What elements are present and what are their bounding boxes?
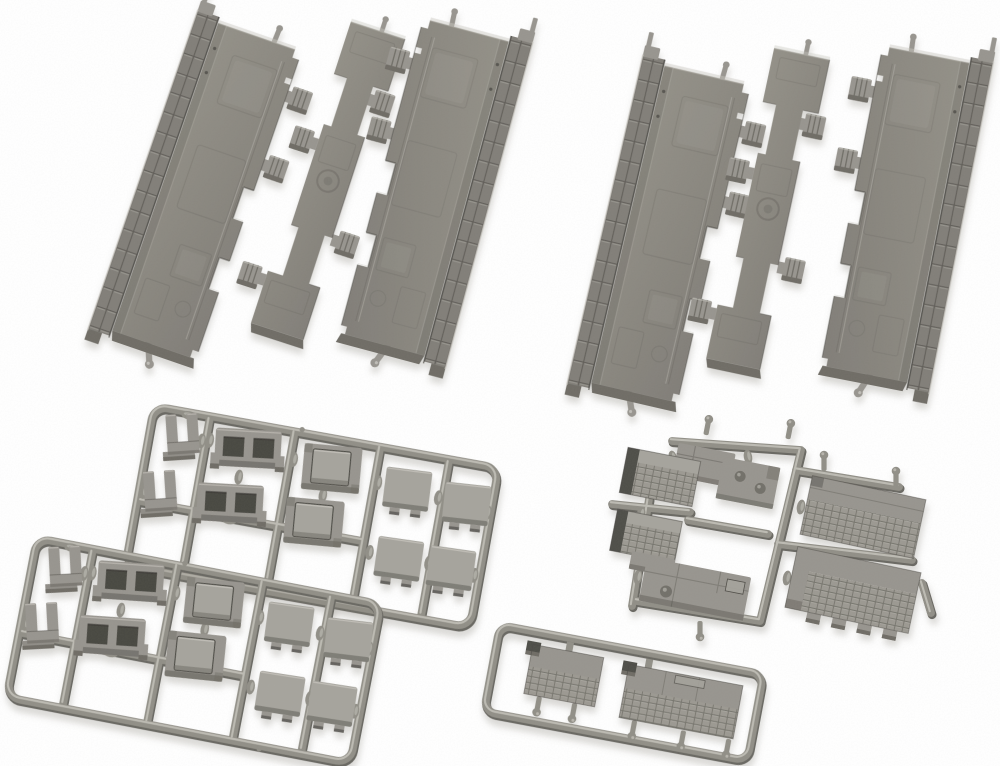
- scene: [0, 0, 1000, 766]
- product-photo: [0, 0, 1000, 766]
- photo-grain: [0, 0, 1000, 766]
